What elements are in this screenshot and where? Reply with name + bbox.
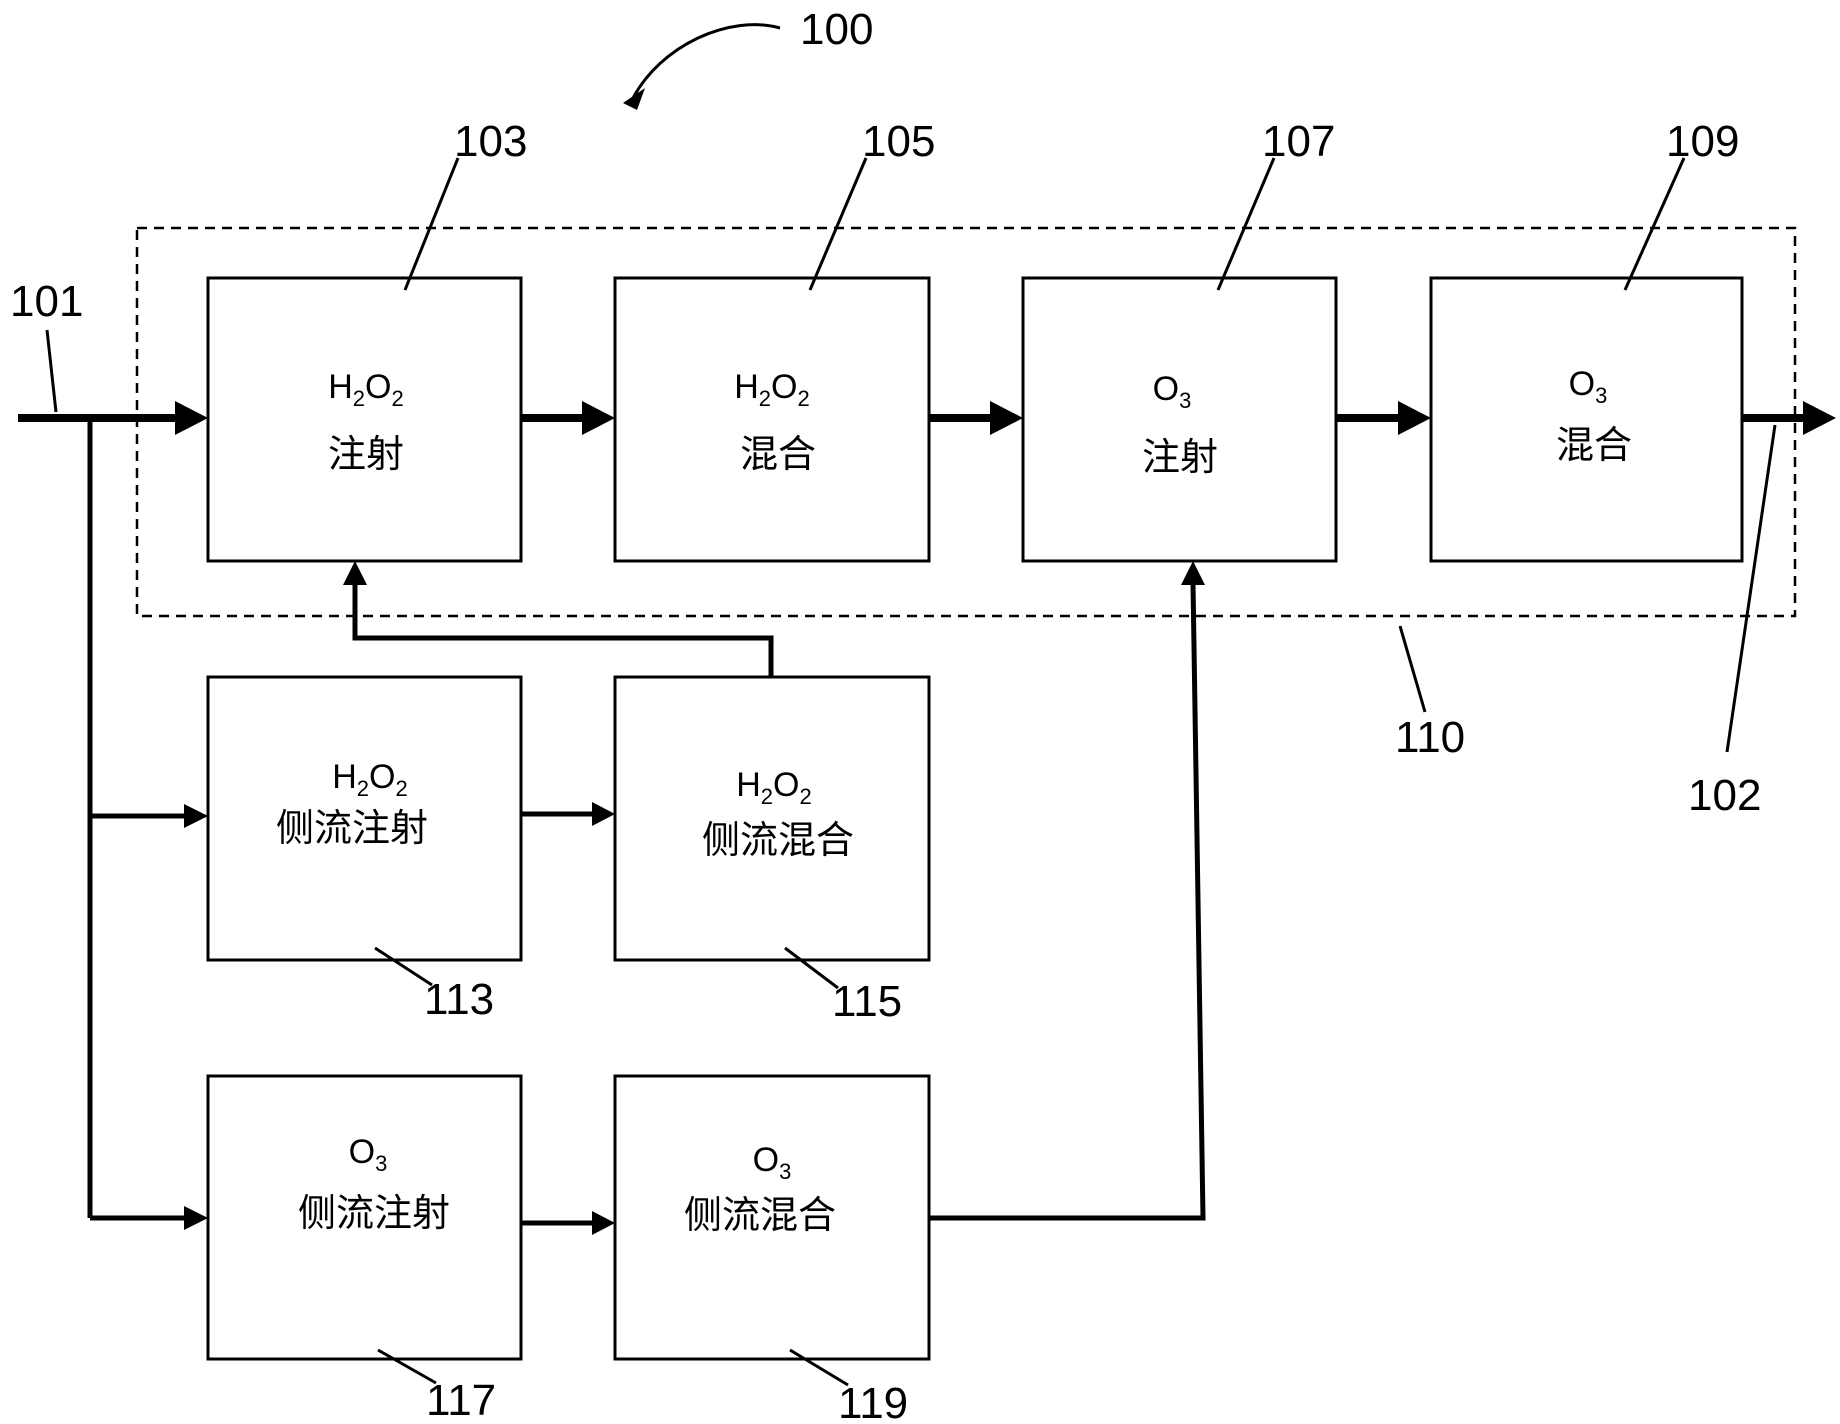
inlet-ref-label: 101	[10, 277, 83, 326]
arrowhead-115-103	[343, 561, 367, 585]
block-label: 侧流注射	[276, 806, 428, 850]
svg-text:H2O2: H2O2	[332, 758, 408, 801]
svg-text:H2O2: H2O2	[328, 368, 404, 411]
boundary-ref-label: 110	[1395, 713, 1465, 762]
block-h2o2-side-mixing: H2O2 侧流混合	[613, 675, 931, 962]
svg-text:O3: O3	[349, 1133, 388, 1176]
svg-text:O3: O3	[753, 1141, 792, 1184]
block-label: 注射	[328, 432, 404, 476]
outlet-ref-leader	[1725, 424, 1777, 753]
ref-label-119: 119	[838, 1379, 908, 1424]
block-h2o2-mixing: H2O2 混合	[613, 276, 931, 563]
inlet-ref-leader	[45, 329, 58, 413]
inlet-arrowhead	[175, 401, 208, 435]
arrowhead-119-107	[1181, 561, 1205, 585]
svg-text:H2O2: H2O2	[736, 766, 812, 809]
ref-leader-113	[374, 946, 433, 987]
ref-label-115: 115	[832, 977, 902, 1026]
block-o3-injection: O3 注射	[1021, 276, 1338, 563]
ref-label-105: 105	[862, 117, 935, 166]
arrowhead-117-119	[592, 1211, 615, 1235]
ref-leader-109	[1623, 157, 1686, 291]
svg-text:O3: O3	[1153, 370, 1192, 413]
ref-label-109: 109	[1666, 117, 1739, 166]
block-label: 注射	[1142, 435, 1218, 479]
system-ref-arrowhead	[623, 88, 645, 110]
ref-leader-115	[784, 946, 839, 990]
block-label: 侧流混合	[702, 818, 854, 862]
ref-label-103: 103	[454, 117, 527, 166]
arrowhead-trunk-113	[184, 804, 208, 828]
arrowhead-105-107	[990, 401, 1023, 435]
system-ref-pointer	[630, 23, 781, 101]
svg-text:O3: O3	[1569, 365, 1608, 408]
arrowhead-113-115	[592, 802, 615, 826]
block-label: 侧流混合	[684, 1193, 836, 1237]
boundary-ref-leader	[1398, 625, 1427, 713]
outlet-arrowhead	[1803, 401, 1836, 435]
ref-leader-103	[403, 157, 460, 291]
block-o3-side-mixing: O3 侧流混合	[613, 1074, 931, 1361]
ref-label-113: 113	[424, 975, 494, 1024]
outlet-ref-label: 102	[1688, 771, 1761, 820]
arrowhead-103-105	[582, 401, 615, 435]
block-label: 侧流注射	[298, 1191, 450, 1235]
ref-leader-105	[808, 157, 868, 291]
block-h2o2-injection: H2O2 注射	[206, 276, 523, 563]
system-ref-label: 100	[800, 5, 873, 54]
ref-label-107: 107	[1262, 117, 1335, 166]
arrowhead-trunk-117	[184, 1206, 208, 1230]
block-o3-side-injection: O3 侧流注射	[206, 1074, 523, 1361]
block-o3-mixing: O3 混合	[1429, 276, 1744, 563]
ref-leader-117	[377, 1348, 437, 1385]
ref-leader-107	[1216, 157, 1276, 291]
arrowhead-107-109	[1398, 401, 1431, 435]
flow-119-107	[929, 582, 1206, 1221]
block-label: 混合	[1556, 423, 1632, 467]
ref-label-117: 117	[426, 1376, 496, 1424]
ref-leader-119	[789, 1348, 849, 1387]
block-h2o2-side-injection: H2O2 侧流注射	[206, 675, 523, 962]
svg-text:H2O2: H2O2	[734, 368, 810, 411]
flow-115-103	[352, 583, 774, 677]
block-label: 混合	[740, 432, 816, 476]
